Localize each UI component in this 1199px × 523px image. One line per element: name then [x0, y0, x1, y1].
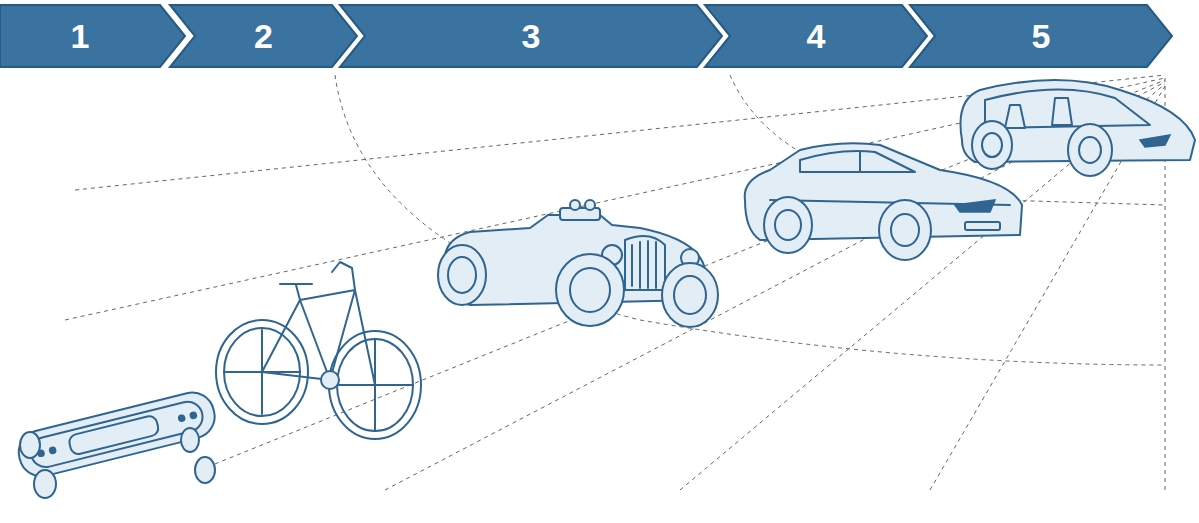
chevron-shape [0, 5, 185, 67]
chevron-fill [705, 5, 927, 67]
perspective-lines [65, 75, 1165, 490]
step-number: 3 [522, 19, 541, 53]
step-chevron: 3 [340, 5, 722, 67]
chevron-fill [170, 5, 357, 67]
autonomous-car [960, 80, 1195, 176]
step-number: 1 [71, 19, 90, 53]
step-chevron: 1 [0, 5, 185, 67]
step-number: 5 [1032, 19, 1051, 53]
step-chevron: 2 [170, 5, 357, 67]
bicycle [216, 262, 421, 439]
step-chevron: 5 [910, 5, 1172, 67]
skateboard [14, 388, 219, 498]
step-number: 2 [254, 19, 273, 53]
step-number: 4 [807, 19, 826, 53]
chevron-fill [0, 5, 185, 67]
hot-rod-car [438, 200, 718, 327]
chevron-fill [340, 5, 722, 67]
step-chevron: 4 [705, 5, 927, 67]
chevron-fill [910, 5, 1172, 67]
